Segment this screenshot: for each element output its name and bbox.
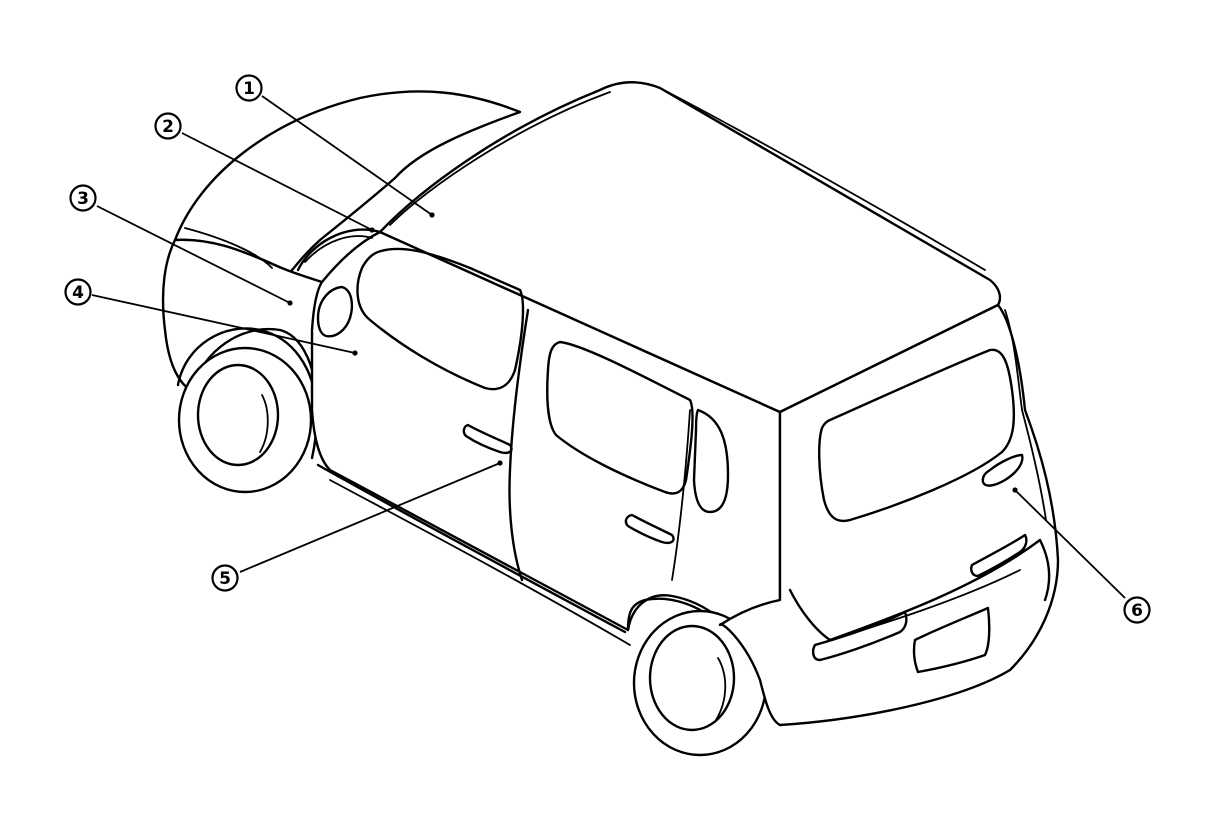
windshield-pillar xyxy=(296,228,382,272)
callout-1: 1 xyxy=(235,74,263,102)
leader-1-dot xyxy=(429,212,435,218)
callout-1-label: 1 xyxy=(243,79,255,99)
leader-5 xyxy=(239,462,501,573)
rear-side-lamp xyxy=(1004,309,1047,521)
back-door-handle xyxy=(981,453,1024,487)
callout-6: 6 xyxy=(1123,596,1151,624)
door-seam xyxy=(508,308,530,582)
callout-6-label: 6 xyxy=(1131,601,1143,621)
rear-door-handle xyxy=(624,513,675,545)
leader-2-dot xyxy=(369,227,375,233)
windshield-pillar-inner xyxy=(304,235,373,263)
callout-4-label: 4 xyxy=(72,283,84,303)
rear-window xyxy=(818,348,1016,523)
side-mirror xyxy=(316,285,354,338)
roof-edge-line xyxy=(659,87,986,271)
rear-reflector-left xyxy=(811,610,908,662)
vehicle-drawing xyxy=(161,81,1060,757)
callout-2: 2 xyxy=(154,112,182,140)
rear-bumper xyxy=(788,538,1051,642)
front-door-window xyxy=(356,247,525,391)
leader-lines xyxy=(91,95,1126,599)
callout-4: 4 xyxy=(64,278,92,306)
leader-6-dot xyxy=(1012,487,1018,493)
rear-wheel-inner xyxy=(715,657,727,721)
rear-reflector-right xyxy=(970,533,1028,578)
rear-door-rear-edge xyxy=(671,409,691,581)
callouts: 1 2 3 4 5 6 xyxy=(64,74,1151,624)
leader-5-dot xyxy=(497,460,503,466)
front-wheel-rim xyxy=(196,363,280,467)
leader-3 xyxy=(96,205,291,304)
front-fender-line xyxy=(184,227,273,269)
leader-1 xyxy=(261,95,433,216)
leader-4-dot xyxy=(352,350,358,356)
callout-5-label: 5 xyxy=(219,569,231,589)
rear-wheel-rim xyxy=(648,624,736,732)
front-door-handle xyxy=(462,423,513,455)
vehicle-rear-face xyxy=(718,303,1060,727)
leader-4 xyxy=(91,294,356,354)
roof-front-line xyxy=(389,91,611,226)
leader-3-dot xyxy=(287,300,293,306)
front-wheel-inner xyxy=(259,394,269,453)
rocker-panel xyxy=(316,463,627,634)
callout-5: 5 xyxy=(211,564,239,592)
front-tire xyxy=(177,346,313,494)
rear-quarter-window xyxy=(692,408,730,514)
rear-door-window xyxy=(546,340,694,495)
license-plate-recess xyxy=(912,606,991,674)
vehicle-roof xyxy=(378,81,1002,414)
callout-3-label: 3 xyxy=(77,189,89,209)
leader-6 xyxy=(1014,489,1126,599)
leader-2 xyxy=(181,132,373,231)
callout-3: 3 xyxy=(69,184,97,212)
vehicle-front-fascia xyxy=(161,238,324,392)
callout-2-label: 2 xyxy=(162,117,174,137)
rocker-panel-lower xyxy=(329,479,631,646)
